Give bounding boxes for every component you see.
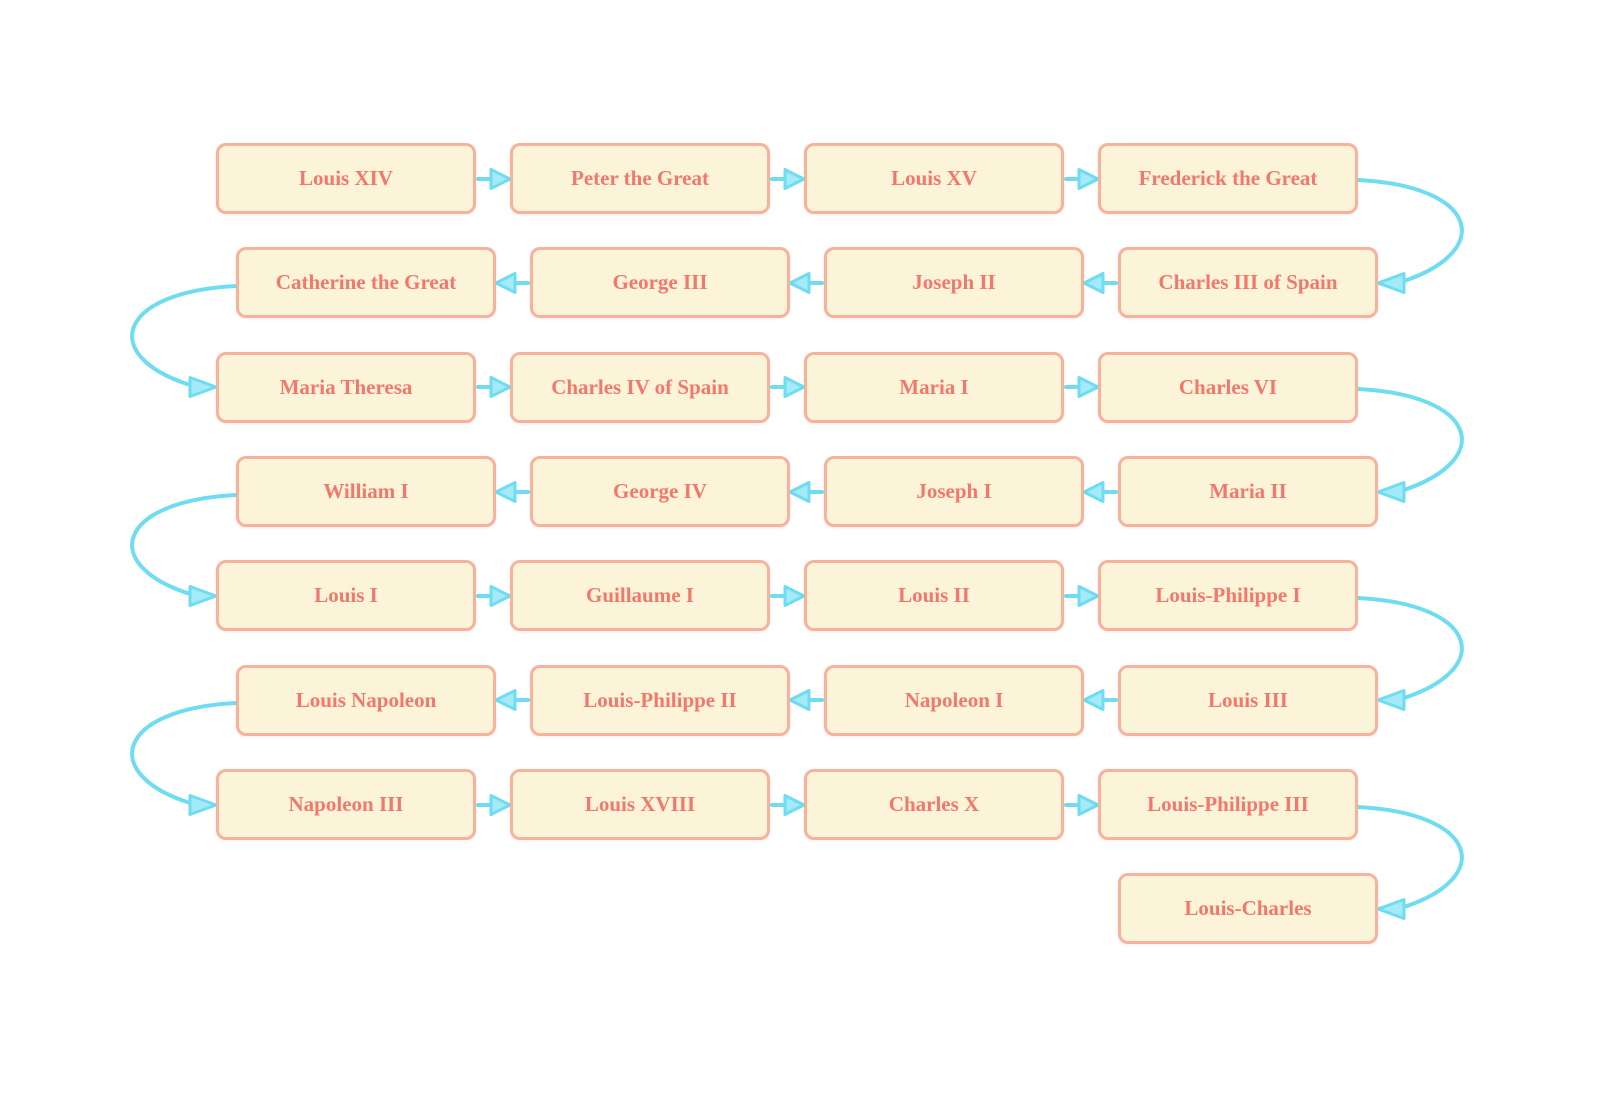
- node-label: Charles X: [888, 792, 980, 816]
- node-napoleon-i: Napoleon I: [824, 665, 1084, 736]
- node-charles-vi: Charles VI: [1098, 352, 1358, 423]
- node-label: Maria II: [1209, 479, 1287, 503]
- curve-louis-philippe-iii-to-louis-charles: [1356, 805, 1464, 920]
- node-label: William I: [323, 479, 409, 503]
- node-label: Louis-Philippe I: [1155, 583, 1301, 607]
- node-label: Louis II: [898, 583, 970, 607]
- node-frederick-the-great: Frederick the Great: [1098, 143, 1358, 214]
- curve-frederick-the-great-to-charles-iii-of-spain: [1356, 178, 1464, 294]
- node-louis-napoleon: Louis Napoleon: [236, 665, 496, 736]
- node-label: Louis Napoleon: [295, 688, 437, 712]
- node-label: Napoleon III: [288, 792, 404, 816]
- node-louis-xiv: Louis XIV: [216, 143, 476, 214]
- arrow-louis-iii-to-napoleon-i: [1082, 689, 1118, 711]
- node-label: Frederick the Great: [1138, 166, 1318, 190]
- arrow-charles-iii-of-spain-to-joseph-ii: [1082, 272, 1118, 294]
- node-label: Louis XIV: [299, 166, 393, 190]
- node-label: Peter the Great: [571, 166, 709, 190]
- node-maria-i: Maria I: [804, 352, 1064, 423]
- node-louis-iii: Louis III: [1118, 665, 1378, 736]
- node-label: Charles III of Spain: [1158, 270, 1338, 294]
- node-charles-iii-of-spain: Charles III of Spain: [1118, 247, 1378, 318]
- arrow-louis-i-to-guillaume-i: [476, 585, 512, 607]
- curve-charles-vi-to-maria-ii: [1356, 387, 1464, 503]
- node-peter-the-great: Peter the Great: [510, 143, 770, 214]
- node-george-iv: George IV: [530, 456, 790, 527]
- arrow-maria-theresa-to-charles-iv-of-spain: [476, 376, 512, 398]
- arrow-charles-iv-of-spain-to-maria-i: [770, 376, 806, 398]
- arrow-charles-x-to-louis-philippe-iii: [1064, 794, 1100, 816]
- arrow-louis-xiv-to-peter-the-great: [476, 168, 512, 190]
- node-charles-x: Charles X: [804, 769, 1064, 840]
- node-louis-philippe-iii: Louis-Philippe III: [1098, 769, 1358, 840]
- node-label: Louis XV: [891, 166, 977, 190]
- node-louis-i: Louis I: [216, 560, 476, 631]
- arrow-peter-the-great-to-louis-xv: [770, 168, 806, 190]
- arrow-george-iii-to-catherine-the-great: [494, 272, 530, 294]
- arrow-george-iv-to-william-i: [494, 481, 530, 503]
- arrow-louis-xviii-to-charles-x: [770, 794, 806, 816]
- node-joseph-i: Joseph I: [824, 456, 1084, 527]
- arrow-napoleon-iii-to-louis-xviii: [476, 794, 512, 816]
- node-label: Charles IV of Spain: [551, 375, 729, 399]
- node-label: Maria Theresa: [279, 375, 413, 399]
- node-label: Guillaume I: [586, 583, 694, 607]
- node-label: Louis-Charles: [1184, 896, 1312, 920]
- arrow-joseph-i-to-george-iv: [788, 481, 824, 503]
- node-label: George IV: [613, 479, 707, 503]
- node-label: Louis-Philippe II: [583, 688, 737, 712]
- arrow-louis-xv-to-frederick-the-great: [1064, 168, 1100, 190]
- node-label: Louis I: [314, 583, 378, 607]
- curve-louis-philippe-i-to-louis-iii: [1356, 596, 1464, 711]
- arrow-maria-ii-to-joseph-i: [1082, 481, 1118, 503]
- node-william-i: William I: [236, 456, 496, 527]
- node-label: Maria I: [899, 375, 969, 399]
- node-label: Joseph II: [912, 270, 996, 294]
- curve-william-i-to-louis-i: [130, 493, 238, 607]
- curve-catherine-the-great-to-maria-theresa: [130, 284, 238, 398]
- arrow-louis-ii-to-louis-philippe-i: [1064, 585, 1100, 607]
- node-guillaume-i: Guillaume I: [510, 560, 770, 631]
- node-louis-philippe-i: Louis-Philippe I: [1098, 560, 1358, 631]
- node-label: Charles VI: [1178, 375, 1278, 399]
- node-maria-ii: Maria II: [1118, 456, 1378, 527]
- arrow-napoleon-i-to-louis-philippe-ii: [788, 689, 824, 711]
- arrow-maria-i-to-charles-vi: [1064, 376, 1100, 398]
- node-maria-theresa: Maria Theresa: [216, 352, 476, 423]
- node-label: Louis XVIII: [584, 792, 696, 816]
- node-louis-xv: Louis XV: [804, 143, 1064, 214]
- curve-louis-napoleon-to-napoleon-iii: [130, 701, 238, 816]
- node-label: Louis-Philippe III: [1147, 792, 1309, 816]
- node-charles-iv-of-spain: Charles IV of Spain: [510, 352, 770, 423]
- node-louis-ii: Louis II: [804, 560, 1064, 631]
- arrow-guillaume-i-to-louis-ii: [770, 585, 806, 607]
- node-napoleon-iii: Napoleon III: [216, 769, 476, 840]
- node-label: Joseph I: [916, 479, 992, 503]
- node-catherine-the-great: Catherine the Great: [236, 247, 496, 318]
- arrow-louis-philippe-ii-to-louis-napoleon: [494, 689, 530, 711]
- node-louis-philippe-ii: Louis-Philippe II: [530, 665, 790, 736]
- node-louis-xviii: Louis XVIII: [510, 769, 770, 840]
- node-joseph-ii: Joseph II: [824, 247, 1084, 318]
- node-label: Louis III: [1208, 688, 1288, 712]
- node-louis-charles: Louis-Charles: [1118, 873, 1378, 944]
- node-label: Catherine the Great: [275, 270, 457, 294]
- node-george-iii: George III: [530, 247, 790, 318]
- node-label: Napoleon I: [904, 688, 1004, 712]
- node-label: George III: [612, 270, 708, 294]
- arrow-joseph-ii-to-george-iii: [788, 272, 824, 294]
